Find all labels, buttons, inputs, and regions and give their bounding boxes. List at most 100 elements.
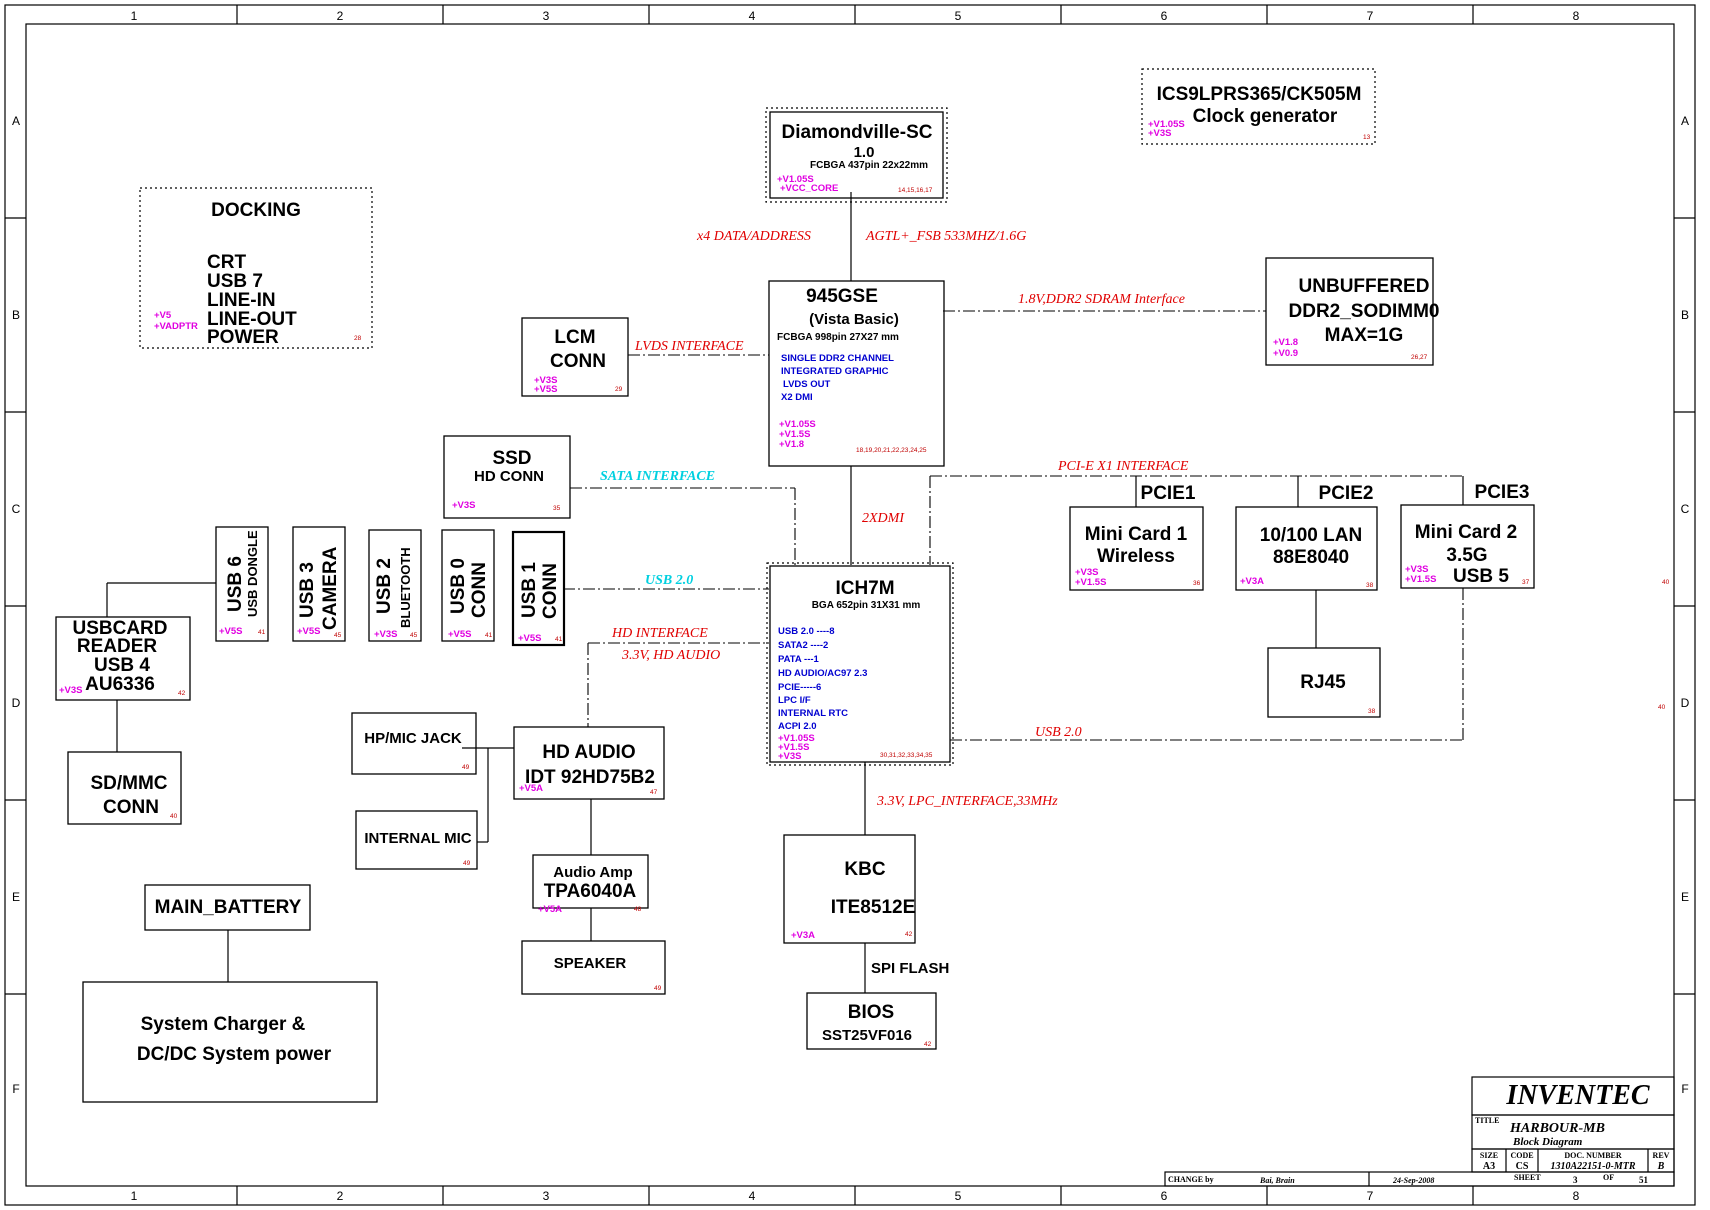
speaker-title: SPEAKER [554,955,627,972]
ich7m-block[interactable]: ICH7M BGA 652pin 31X31 mm USB 2.0 ----8 … [766,562,954,766]
hp-mic-jack-block[interactable]: HP/MIC JACK 49 [351,712,477,775]
title-block: INVENTEC TITLE HARBOUR-MB Block Diagram … [1164,1076,1675,1187]
ssd-page: 35 [553,505,561,512]
usb0-conn-block[interactable]: USB 0 CONN +V5S 41 [441,529,495,642]
speaker-block[interactable]: SPEAKER 49 [521,940,666,995]
ssd-power-1: +V3S [452,500,476,511]
system-charger-block[interactable]: System Charger & DC/DC System power [82,981,378,1103]
usb6-page: 41 [258,629,266,636]
gmch-feature-4: X2 DMI [781,392,813,403]
docking-page: 28 [354,335,362,342]
cpu-package: FCBGA 437pin 22x22mm [810,160,928,171]
lcm-line-2: CONN [550,351,606,372]
usb-card-reader-block[interactable]: USBCARD READER USB 4 AU6336 +V3S 42 [55,616,191,701]
gmch-feature-2: INTEGRATED GRAPHIC [781,366,889,377]
hd-audio-codec-block[interactable]: HD AUDIO IDT 92HD75B2 +V5A 47 [513,726,665,800]
rj45-title: RJ45 [1300,672,1346,693]
company-name: INVENTEC [1505,1080,1649,1111]
label-sata: SATA INTERFACE [600,469,715,484]
row-label-e: E [12,890,20,904]
col-label-3: 3 [543,9,550,23]
drawing-subtitle: Block Diagram [1512,1136,1583,1148]
row-label-b: B [12,308,20,322]
docking-block[interactable]: DOCKING CRT USB 7 LINE-IN LINE-OUT POWER… [139,187,373,349]
audio-amp-block[interactable]: Audio Amp TPA6040A +V5A 48 [532,854,649,915]
gmch-power-1: +V1.05S [779,419,816,430]
ssd-block[interactable]: SSD HD CONN +V3S 35 [443,435,571,519]
docking-item-usb7: USB 7 [207,271,263,292]
code-value: CS [1516,1161,1529,1172]
usb3-camera-block[interactable]: USB 3 CAMERA +V5S 45 [292,526,346,642]
row-label-d: D [12,696,21,710]
pcie1-minicard-block[interactable]: PCIE1 Mini Card 1 Wireless +V3S +V1.5S 3… [1069,483,1204,591]
cpu-block[interactable]: Diamondville-SC 1.0 FCBGA 437pin 22x22mm… [765,107,948,203]
col-label-1: 1 [131,9,138,23]
amp-line-2: TPA6040A [544,881,637,902]
gmch-package: FCBGA 998pin 27X27 mm [777,332,899,343]
hpmic-page: 49 [462,764,470,771]
label-hd-audio: 3.3V, HD AUDIO [621,648,720,663]
dimm-line-1: UNBUFFERED [1299,276,1430,297]
amp-line-1: Audio Amp [553,864,632,881]
gmch-subtitle: (Vista Basic) [809,311,899,328]
pcie3-line-1: Mini Card 2 [1415,522,1517,543]
lcm-page: 29 [615,386,623,393]
usb6-power: +V5S [219,626,243,637]
dimm-line-3: MAX=1G [1325,325,1404,346]
clock-title: ICS9LPRS365/CK505M [1157,84,1362,105]
pcie2-line-2: 88E8040 [1273,547,1349,568]
pcie1-power-1: +V3S [1075,567,1099,578]
charger-line-2: DC/DC System power [137,1044,332,1065]
change-by-value: Bai, Brain [1259,1176,1295,1185]
change-by-label: CHANGE by [1168,1175,1214,1184]
kbc-block[interactable]: KBC ITE8512E +V3A 42 [783,834,916,944]
bios-block[interactable]: BIOS SST25VF016 42 [806,992,937,1050]
cardreader-line-2: READER [77,636,158,657]
label-usb20-right: USB 2.0 [1035,725,1082,740]
usb2-bluetooth-block[interactable]: USB 2 BLUETOOTH +V3S 45 [368,529,422,642]
pcie3-line-2: 3.5G [1446,545,1487,566]
kbc-page: 42 [905,931,913,938]
pcie2-header: PCIE2 [1319,483,1374,504]
rj45-block[interactable]: RJ45 38 [1267,647,1381,718]
col-label-bottom-3: 3 [543,1189,550,1203]
sdmmc-line-2: CONN [103,797,159,818]
ich-feature-3: PATA ---1 [778,654,820,665]
label-usb20-left: USB 2.0 [645,573,693,588]
bios-line-1: BIOS [848,1002,894,1023]
ich-feature-4: HD AUDIO/AC97 2.3 [778,668,867,679]
col-label-bottom-8: 8 [1573,1189,1580,1203]
dimm-power-1: +V1.8 [1273,337,1298,348]
pcie2-line-1: 10/100 LAN [1260,525,1362,546]
row-label-a: A [12,114,20,128]
row-label-f: F [12,1082,19,1096]
pcie3-header: PCIE3 [1475,482,1530,503]
ich-package: BGA 652pin 31X31 mm [812,600,921,611]
charger-line-1: System Charger & [141,1014,306,1035]
drawing-title: HARBOUR-MB [1509,1121,1605,1136]
docking-power-1: +V5 [154,310,172,321]
clock-generator-block[interactable]: ICS9LPRS365/CK505M Clock generator +V1.0… [1141,68,1376,145]
col-label-6: 6 [1161,9,1168,23]
row-label-c-right: C [1681,502,1690,516]
usb1-power: +V5S [518,633,542,644]
pcie3-minicard-block[interactable]: PCIE3 Mini Card 2 3.5G USB 5 +V3S +V1.5S… [1400,482,1535,589]
usb6-dongle-block[interactable]: USB 6 USB DONGLE +V5S 41 [215,526,269,642]
gmch-945gse-block[interactable]: 945GSE (Vista Basic) FCBGA 998pin 27X27 … [768,280,945,467]
internal-mic-block[interactable]: INTERNAL MIC 49 [355,810,478,870]
sd-mmc-conn-block[interactable]: SD/MMC CONN 40 [67,751,182,825]
cpu-version: 1.0 [854,144,875,161]
ich-feature-6: LPC I/F [778,695,811,706]
docking-item-power: POWER [207,327,279,348]
main-battery-block[interactable]: MAIN_BATTERY [144,884,311,931]
ich-title: ICH7M [835,578,894,599]
lcm-conn-block[interactable]: LCM CONN +V3S +V5S 29 [521,317,629,397]
col-label-8: 8 [1573,9,1580,23]
sodimm-block[interactable]: UNBUFFERED DDR2_SODIMM0 MAX=1G +V1.8 +V0… [1265,257,1439,366]
usb2-power: +V3S [374,629,398,640]
usb1-conn-block[interactable]: USB 1 CONN +V5S 41 [511,530,566,647]
pcie2-lan-block[interactable]: PCIE2 10/100 LAN 88E8040 +V3A 38 [1235,483,1378,591]
usb2-label: USB 2 [374,558,395,614]
col-label-bottom-1: 1 [131,1189,138,1203]
col-label-bottom-6: 6 [1161,1189,1168,1203]
